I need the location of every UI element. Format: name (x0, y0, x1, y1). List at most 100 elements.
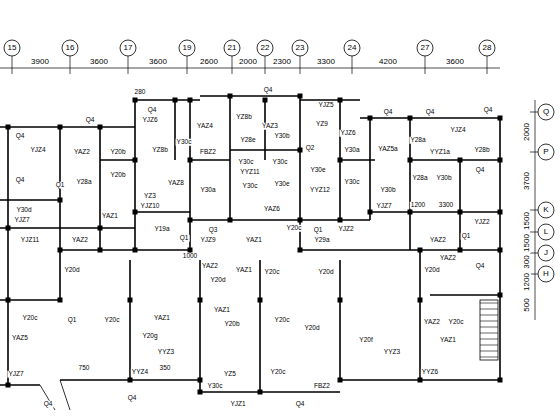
column (298, 94, 303, 99)
axis-number: Q (543, 108, 549, 116)
column (173, 98, 178, 103)
member-label: YAZ2 (201, 263, 219, 270)
member-label: YYZ12 (309, 187, 331, 194)
column (198, 298, 203, 303)
dimension: 3600 (89, 58, 109, 66)
column (418, 378, 423, 383)
column (6, 383, 11, 388)
axis-bubble (224, 40, 240, 56)
axis-number: K (543, 206, 548, 214)
axis-number: 22 (261, 44, 270, 52)
column (298, 248, 303, 253)
axis-bubble (479, 40, 495, 56)
member-label: YZ8b (235, 114, 253, 121)
member-label: 3300 (438, 202, 454, 209)
member-label: Y20c (286, 225, 303, 232)
member-label: Q4 (475, 263, 486, 270)
member-label: Y20c (448, 319, 465, 326)
column (188, 98, 193, 103)
member-label: Y20c (22, 315, 39, 322)
walls (0, 96, 500, 392)
member-label: YJZ4 (29, 147, 46, 154)
axis-bubble (538, 104, 554, 120)
member-label: Y19a (153, 226, 170, 233)
axis-tick (70, 56, 71, 74)
axis-tick (265, 56, 266, 74)
member-label: YYZ4 (131, 369, 149, 376)
member-label: Y20c (270, 369, 287, 376)
member-label: YJZ2 (337, 226, 354, 233)
member-label: Y29a (313, 237, 330, 244)
member-label: YAZ2 (439, 255, 457, 262)
member-label: YYZ1a (429, 149, 451, 156)
member-label: YJZ6 (141, 117, 158, 124)
member-label: Y20c (264, 269, 281, 276)
member-label: Q1 (461, 233, 472, 240)
column (338, 378, 343, 383)
member-label: YZ3 (143, 193, 157, 200)
dimension: 2300 (272, 58, 292, 66)
member-label: YAZ2 (429, 237, 447, 244)
member-label: Y20b (223, 321, 240, 328)
column (498, 116, 503, 121)
column (58, 298, 63, 303)
dimension-lines (0, 68, 535, 320)
column (228, 218, 233, 223)
column (498, 293, 503, 298)
member-label: Q4 (15, 177, 26, 184)
column (458, 248, 463, 253)
axis-bubble (292, 40, 308, 56)
axis-tick (530, 210, 538, 211)
axis-number: 16 (66, 44, 75, 52)
member-label: Y28a (409, 137, 426, 144)
member-label: Y30c (272, 159, 289, 166)
member-label: YAZ2 (73, 149, 91, 156)
dimension: 1500 (523, 233, 531, 253)
axis-tick (530, 152, 538, 153)
column (228, 94, 233, 99)
dimension: 2000 (238, 58, 258, 66)
member-label: Y20d (317, 269, 334, 276)
member-label: YAZ4 (196, 123, 214, 130)
member-label: FBZ2 (199, 149, 217, 156)
member-label: YAZ1 (153, 315, 171, 322)
member-label: YAZ8 (167, 180, 185, 187)
columns (6, 94, 503, 395)
dimension: 3300 (316, 58, 336, 66)
axis-tick (530, 274, 538, 275)
axis-bubble (62, 40, 78, 56)
column (198, 378, 203, 383)
axis-tick (425, 56, 426, 74)
axis-markers (4, 40, 554, 282)
member-label: Y20c (104, 317, 121, 324)
column (263, 98, 268, 103)
axis-number: 21 (228, 44, 237, 52)
member-label: YAZ5a (377, 146, 398, 153)
axis-number: 15 (8, 44, 17, 52)
member-label: Y20d (209, 277, 226, 284)
member-label: Y20b (109, 172, 126, 179)
column (98, 125, 103, 130)
member-label: Y30c (176, 139, 193, 146)
dimension: 1500 (523, 211, 531, 231)
member-label: FBZ2 (313, 383, 331, 390)
column (418, 298, 423, 303)
member-label: YZ9 (315, 121, 329, 128)
member-label: Y30e (309, 167, 326, 174)
member-label: Y30c (344, 179, 361, 186)
member-label: YAZ1 (101, 213, 119, 220)
axis-bubble (417, 40, 433, 56)
member-label: Y30d (15, 207, 32, 214)
member-label: YAZ5 (11, 335, 29, 342)
member-label: Q4 (15, 133, 26, 140)
column (258, 390, 263, 395)
member-label: Y30c (207, 383, 224, 390)
member-label: Q4 (127, 395, 138, 402)
dimension: 3600 (445, 58, 465, 66)
dimension: 500 (523, 297, 531, 312)
member-label: YJZ4 (449, 127, 466, 134)
member-label: Y20c (274, 317, 291, 324)
column (298, 148, 303, 153)
column (368, 116, 373, 121)
